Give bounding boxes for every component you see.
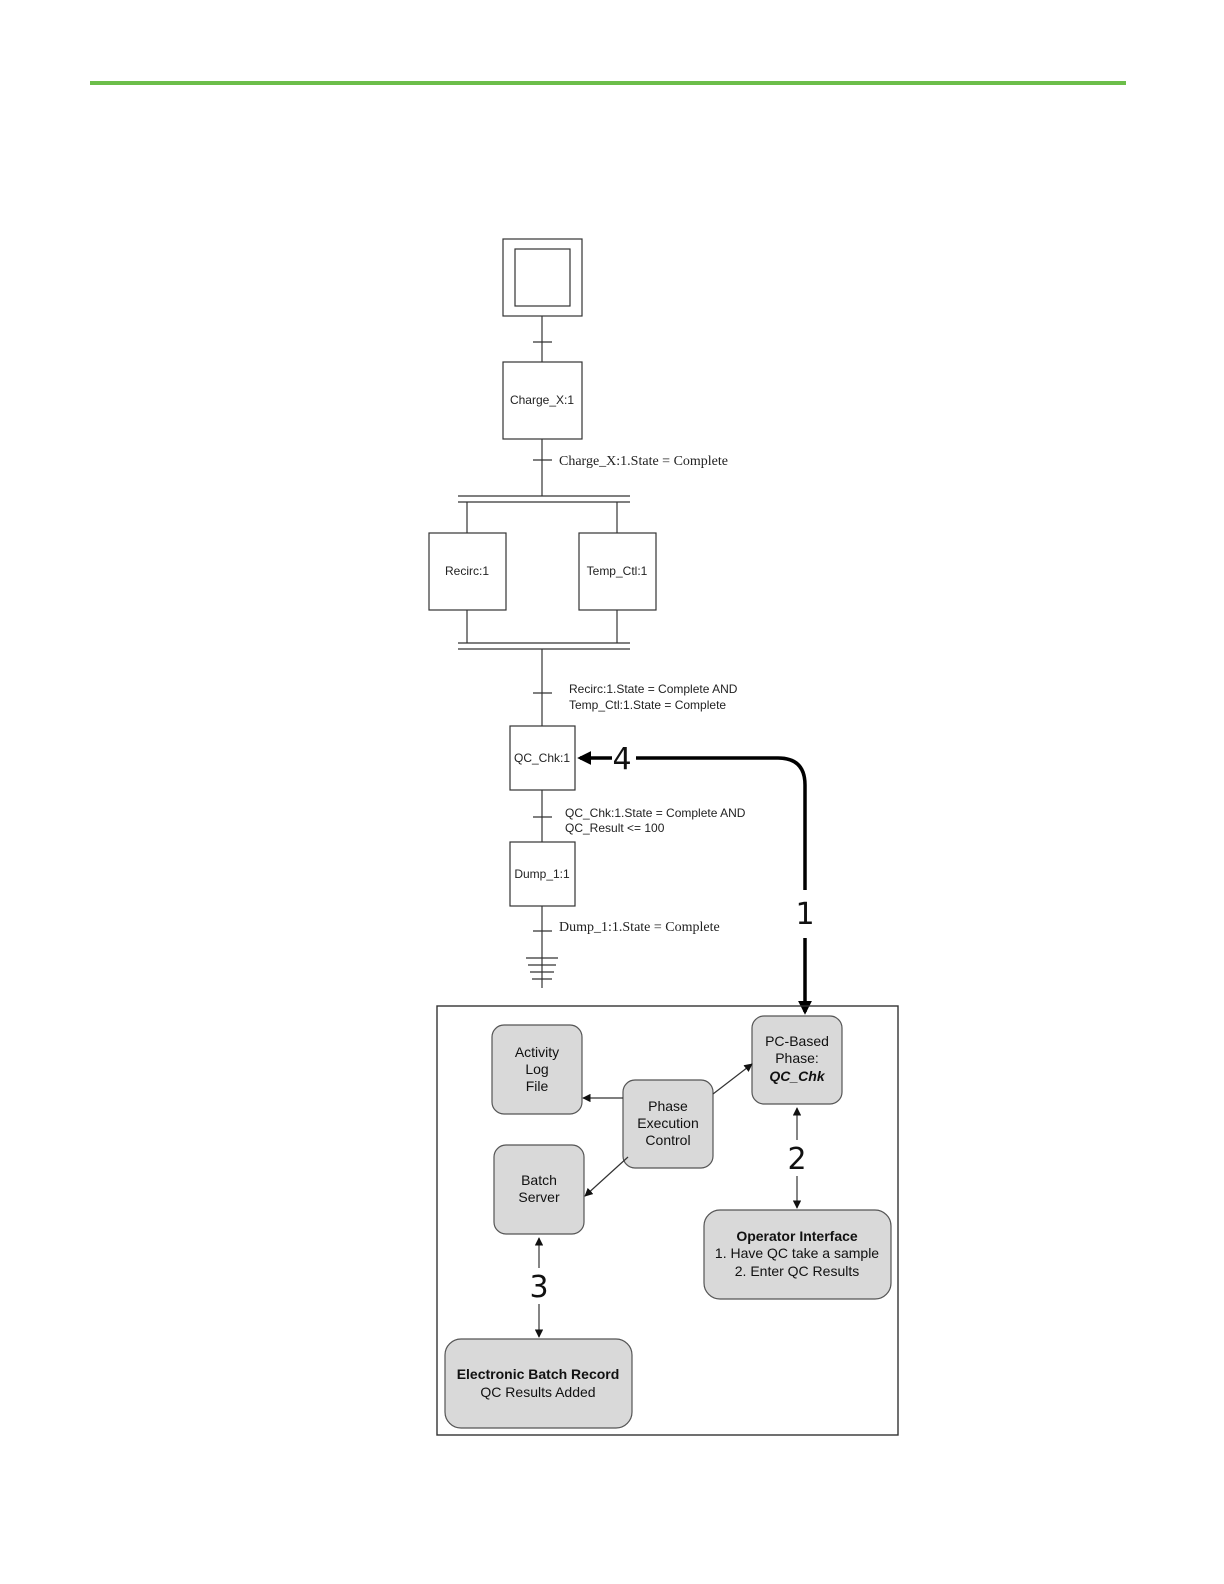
ebr-title: Electronic Batch Record (457, 1366, 620, 1382)
pc-phase-line3: QC_Chk (769, 1068, 825, 1084)
transition-qc-line2: QC_Result <= 100 (565, 821, 665, 835)
batch-server-line1: Batch (521, 1172, 557, 1188)
step-temp-ctl: Temp_Ctl:1 (578, 532, 657, 611)
step-recirc-label: Recirc:1 (445, 564, 489, 578)
initial-step (502, 238, 583, 317)
phase-exec-line1: Phase (648, 1098, 688, 1114)
pc-phase-line1: PC-Based (765, 1033, 829, 1049)
phase-exec-line3: Control (645, 1132, 690, 1148)
step-dump-label: Dump_1:1 (514, 867, 570, 881)
callout-4: 4 (612, 742, 631, 777)
phase-exec-line2: Execution (637, 1115, 698, 1131)
step-charge-x-label: Charge_X:1 (510, 393, 574, 407)
transition-dump-complete: Dump_1:1.State = Complete (559, 920, 720, 935)
step-charge-x: Charge_X:1 (502, 361, 583, 440)
operator-title: Operator Interface (736, 1228, 858, 1244)
sfc-links (458, 316, 630, 988)
callout-1: 1 (795, 897, 814, 932)
transition-qc-line1: QC_Chk:1.State = Complete AND (565, 806, 746, 820)
step-qc-chk-label: QC_Chk:1 (514, 751, 570, 765)
system-frame (436, 1005, 899, 1436)
batch-server-line2: Server (518, 1189, 560, 1205)
callout-path-1-4 (577, 751, 812, 1015)
electronic-batch-record-box: Electronic Batch Record QC Results Added (444, 1338, 633, 1429)
step-recirc: Recirc:1 (428, 532, 507, 611)
phase-execution-control-box: Phase Execution Control (622, 1079, 714, 1169)
activity-log-file-box: Activity Log File (491, 1024, 583, 1115)
ebr-line1: QC Results Added (480, 1384, 595, 1400)
operator-interface-box: Operator Interface 1. Have QC take a sam… (703, 1209, 892, 1300)
callout-2: 2 (787, 1142, 806, 1177)
activity-log-line1: Activity (515, 1044, 559, 1060)
transition-charge-complete: Charge_X:1.State = Complete (559, 454, 728, 469)
transition-parallel-line2: Temp_Ctl:1.State = Complete (569, 698, 726, 712)
callout-3: 3 (529, 1270, 548, 1305)
step-qc-chk: QC_Chk:1 (509, 725, 576, 791)
pc-based-phase-box: PC-Based Phase: QC_Chk (751, 1015, 843, 1105)
transition-parallel-line1: Recirc:1.State = Complete AND (569, 682, 738, 696)
pc-phase-line2: Phase: (775, 1050, 819, 1066)
step-temp-ctl-label: Temp_Ctl:1 (587, 564, 648, 578)
batch-server-box: Batch Server (493, 1144, 585, 1235)
operator-line2: 2. Enter QC Results (735, 1263, 860, 1279)
step-dump: Dump_1:1 (509, 841, 576, 907)
system-connectors (534, 1063, 802, 1338)
activity-log-line3: File (526, 1078, 549, 1094)
page-header-rule (90, 81, 1126, 85)
operator-line1: 1. Have QC take a sample (715, 1245, 879, 1261)
activity-log-line2: Log (525, 1061, 548, 1077)
